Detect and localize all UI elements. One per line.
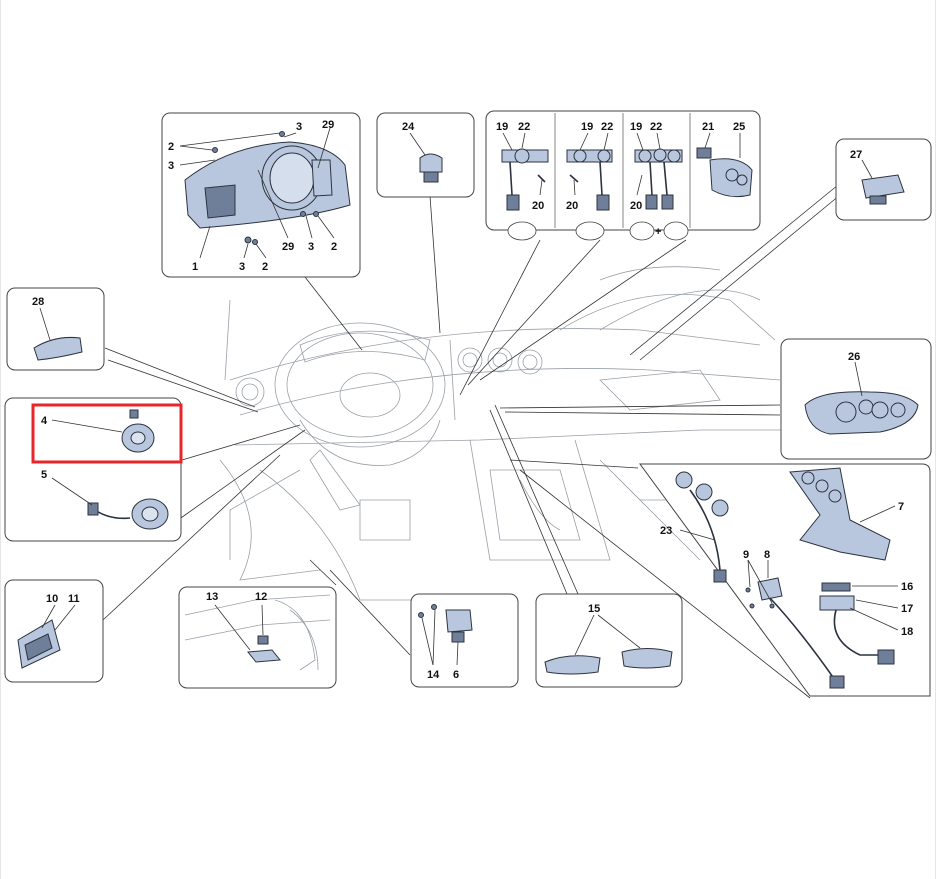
part6-label: 6 — [453, 669, 459, 681]
cluster-label-29: 29 — [322, 119, 334, 131]
part4-label: 4 — [41, 415, 48, 427]
part7-label: 7 — [898, 501, 904, 513]
part26-label: 26 — [848, 351, 860, 363]
callout-part-24: 24 — [376, 112, 475, 198]
part17-label: 17 — [901, 603, 913, 615]
cluster-label-3d: 3 — [239, 261, 245, 273]
part5-label: 5 — [41, 469, 47, 481]
switch-plus-sign: + — [655, 226, 661, 238]
callout-part-10-11: 10 11 — [4, 579, 104, 683]
switch-label-19b: 19 — [581, 121, 593, 133]
switch-label-21: 21 — [702, 121, 714, 133]
part14-label: 14 — [427, 669, 440, 681]
cluster-label-2: 2 — [168, 141, 174, 153]
part9-label: 9 — [743, 549, 749, 561]
cluster-label-2c: 2 — [262, 261, 268, 273]
switch-label-25: 25 — [733, 121, 745, 133]
part15-label: 15 — [588, 603, 600, 615]
part8-label: 8 — [764, 549, 770, 561]
switch-label-22a: 22 — [518, 121, 530, 133]
part10-label: 10 — [46, 593, 58, 605]
part11-label: 11 — [68, 593, 80, 605]
callout-part-26: 26 — [780, 338, 932, 460]
part24-label: 24 — [402, 121, 415, 133]
callout-part-27: 27 — [835, 138, 932, 221]
part16-label: 16 — [901, 581, 913, 593]
callout-instrument-cluster: 2 3 29 3 1 29 3 2 3 2 — [161, 112, 361, 278]
part18-label: 18 — [901, 626, 913, 638]
cluster-label-2b: 2 — [331, 241, 337, 253]
dashboard-sketch — [219, 266, 790, 601]
switch-label-19c: 19 — [630, 121, 642, 133]
callout-part-13-12: 13 12 — [178, 586, 337, 689]
switch-label-19a: 19 — [496, 121, 508, 133]
cluster-label-3: 3 — [296, 121, 302, 133]
switch-label-20b: 20 — [566, 200, 578, 212]
switch-label-22b: 22 — [601, 121, 613, 133]
switch-label-20c: 20 — [630, 200, 642, 212]
cluster-label-29b: 29 — [282, 241, 294, 253]
part12-label: 12 — [255, 591, 267, 603]
callout-part-28: 28 — [6, 287, 105, 371]
switch-label-20a: 20 — [532, 200, 544, 212]
switch-label-22c: 22 — [650, 121, 662, 133]
part27-label: 27 — [850, 149, 862, 161]
callout-switches: + 19 22 20 19 22 20 19 22 20 21 25 — [485, 110, 761, 241]
part13-label: 13 — [206, 591, 218, 603]
callout-part-4-5: 4 5 — [4, 397, 183, 542]
callout-part-14-6: 14 6 — [410, 593, 519, 688]
part23-label: 23 — [660, 525, 672, 537]
part28-label: 28 — [32, 296, 44, 308]
callout-part-15: 15 — [535, 593, 683, 688]
leader-lines — [102, 184, 841, 699]
cluster-label-1: 1 — [192, 261, 198, 273]
cluster-label-3b: 3 — [168, 160, 174, 172]
callout-parts-right: 7 23 9 8 16 17 18 — [639, 463, 931, 697]
left-frame-line — [0, 0, 1, 879]
red-highlight-frame — [31, 403, 183, 464]
cluster-label-3c: 3 — [308, 241, 314, 253]
